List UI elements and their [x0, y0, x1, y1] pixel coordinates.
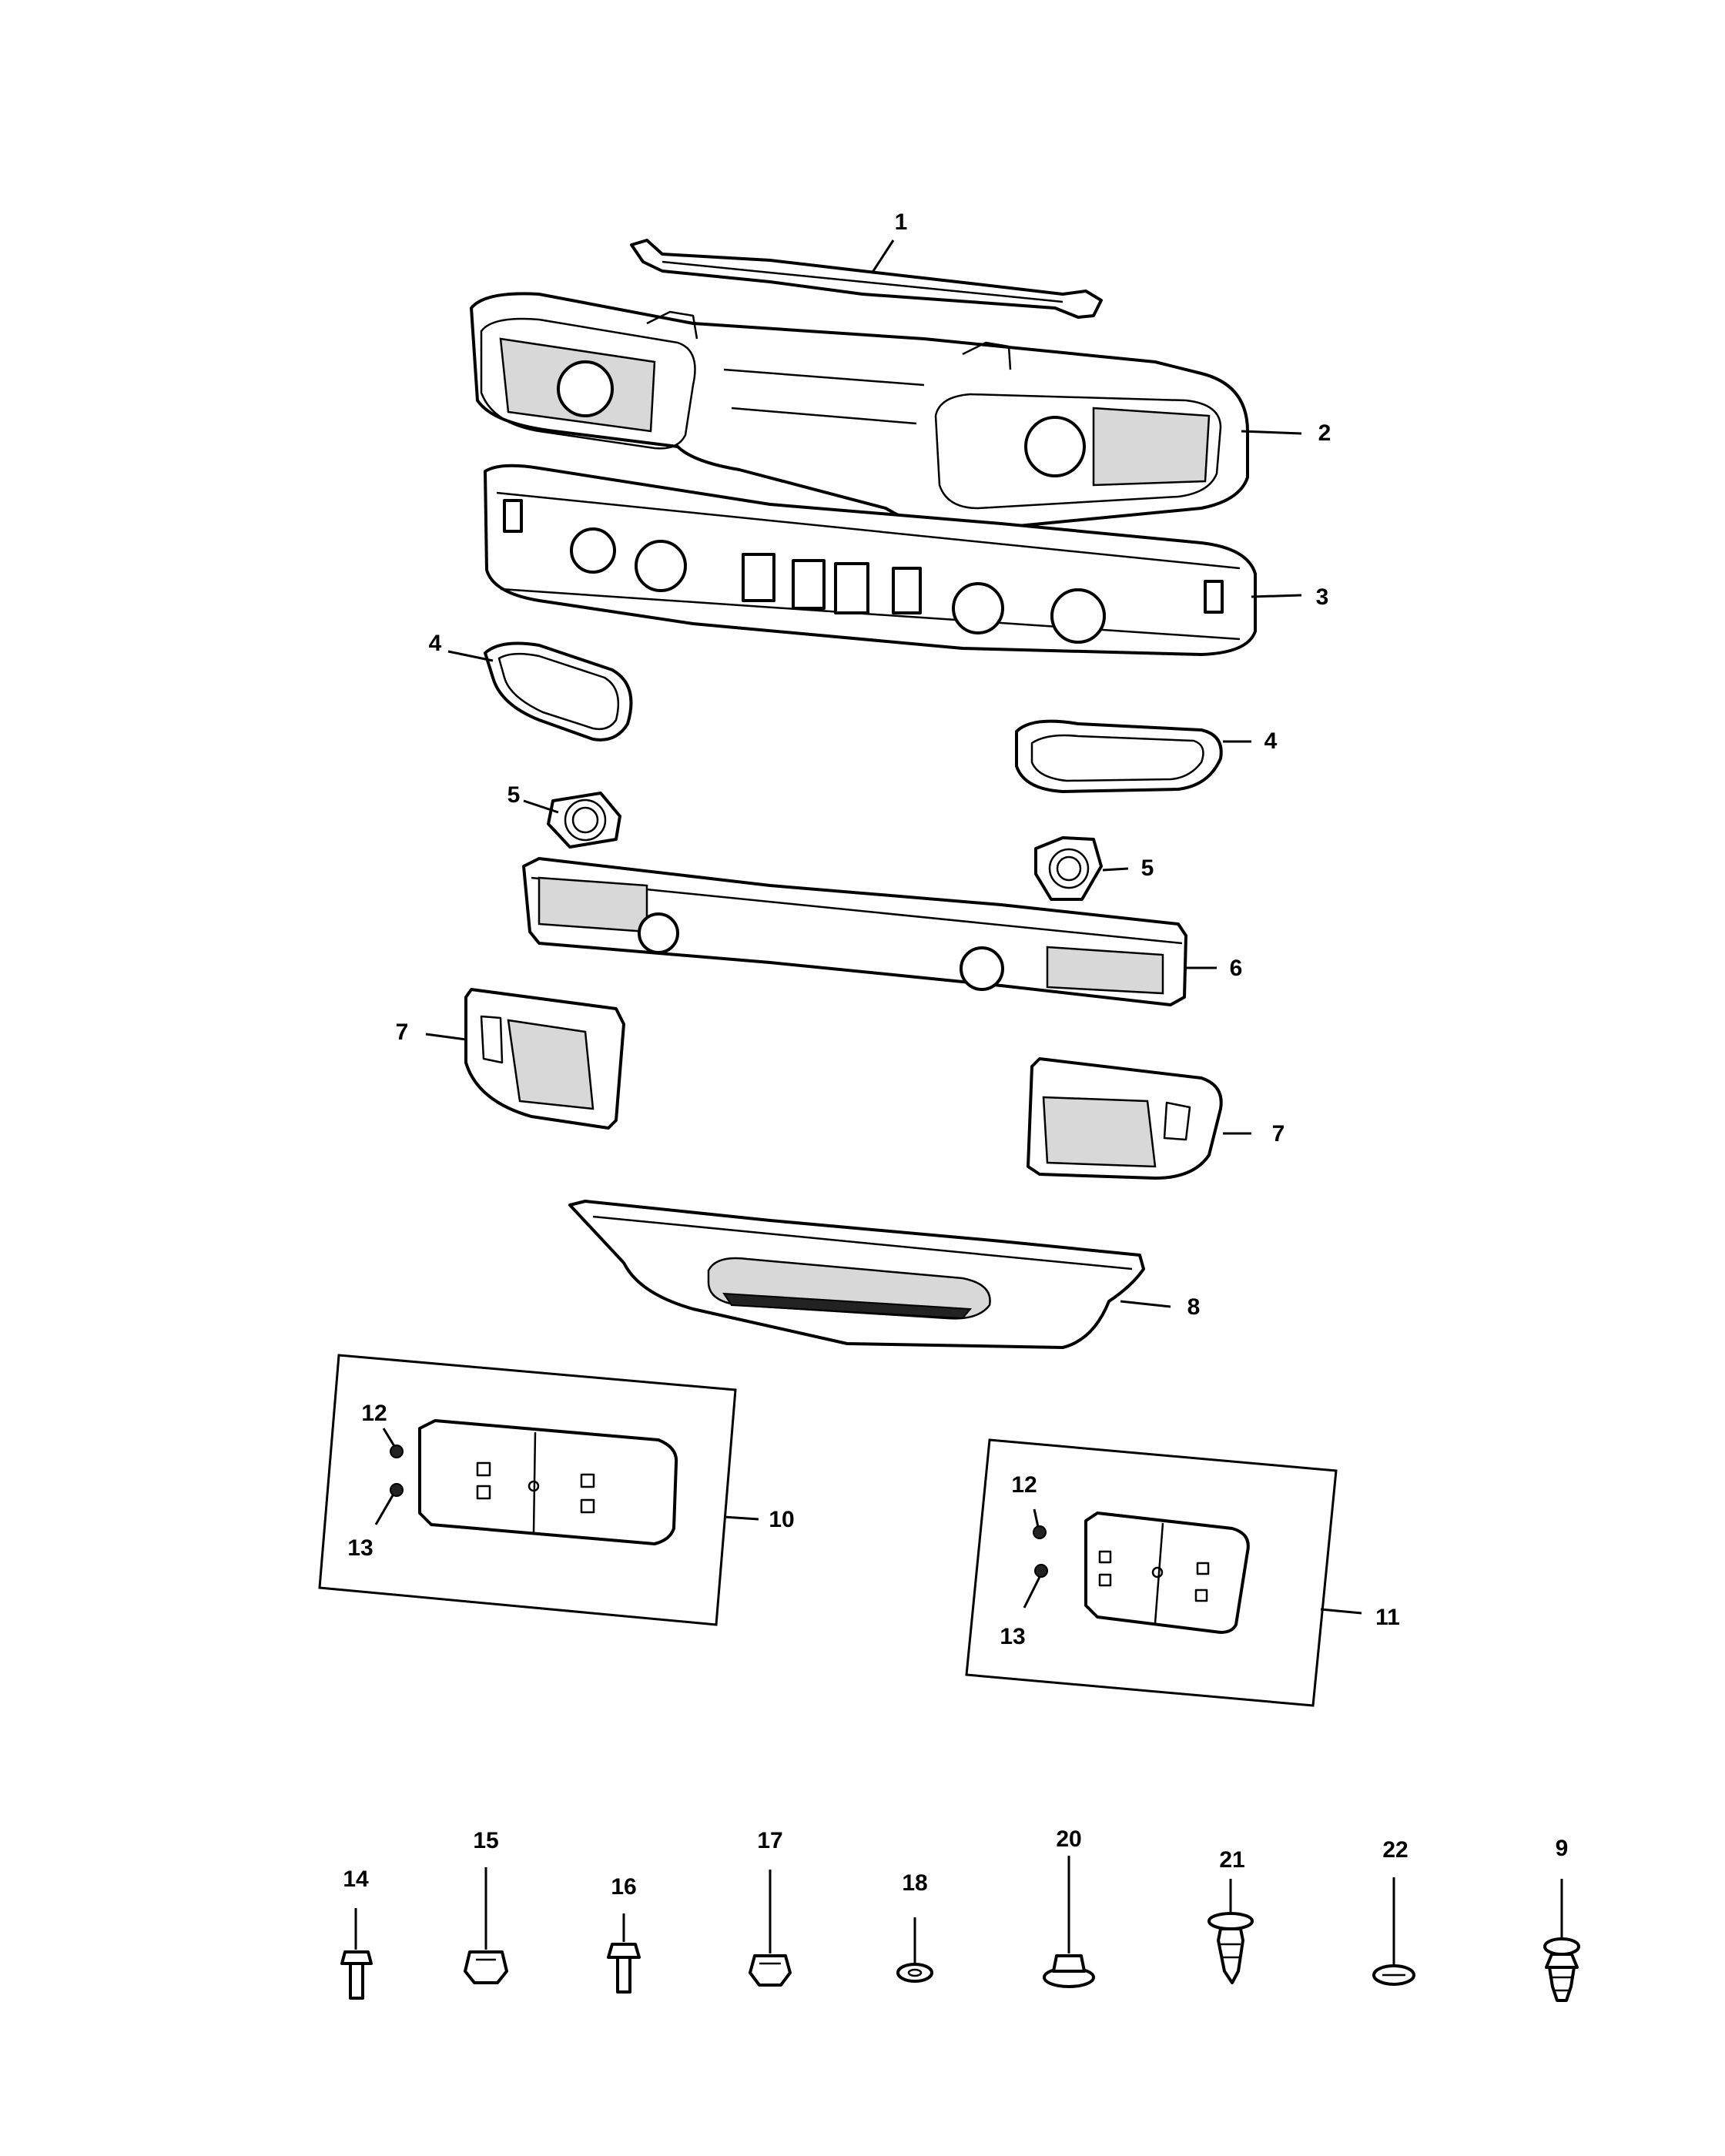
- callout-4a: 4: [429, 631, 442, 656]
- leader-12a: [382, 1428, 396, 1447]
- leader-5a: [523, 799, 559, 814]
- callout-22: 22: [1382, 1837, 1408, 1863]
- callout-7b: 7: [1272, 1121, 1285, 1147]
- callout-7a: 7: [396, 1019, 409, 1045]
- part-11-license-bracket-kit: [965, 1438, 1338, 1707]
- callout-21: 21: [1219, 1847, 1244, 1873]
- callout-14: 14: [343, 1866, 369, 1892]
- leader-5b: [1102, 867, 1129, 872]
- leader-13b: [1023, 1576, 1041, 1609]
- part-1-upper-bracket: [630, 239, 1103, 319]
- leader-12b: [1033, 1508, 1040, 1528]
- leader-4a: [447, 650, 494, 662]
- fastener-14-bolt: [340, 1950, 373, 2000]
- callout-13b: 13: [1000, 1624, 1025, 1649]
- part-7-bracket-left: [464, 988, 625, 1130]
- callout-8: 8: [1187, 1294, 1201, 1320]
- fastener-15-clip-nut: [464, 1950, 508, 1984]
- callout-18: 18: [902, 1870, 927, 1896]
- fastener-17-clip-nut: [749, 1954, 792, 1987]
- part-3-absorber: [484, 464, 1257, 656]
- callout-5a: 5: [507, 782, 521, 808]
- part-5-ring-left: [547, 792, 621, 849]
- part-10-license-bracket-kit: [318, 1354, 737, 1626]
- callout-13a: 13: [347, 1535, 373, 1561]
- fastener-21-push-pin: [1208, 1912, 1254, 1984]
- part-4-bezel-left: [484, 641, 633, 742]
- leader-7a: [425, 1033, 467, 1041]
- leader-11: [1320, 1608, 1362, 1615]
- part-8-skid-plate: [568, 1200, 1145, 1349]
- callout-9: 9: [1556, 1836, 1569, 1861]
- callout-2: 2: [1318, 420, 1331, 446]
- callout-1: 1: [895, 209, 908, 235]
- part-7-bracket-right: [1027, 1057, 1223, 1180]
- callout-20: 20: [1056, 1826, 1081, 1852]
- leader-1: [870, 239, 895, 274]
- callout-17: 17: [757, 1828, 782, 1853]
- callout-6: 6: [1230, 956, 1243, 981]
- callout-12b: 12: [1011, 1472, 1037, 1498]
- part-6-reinforcement-beam: [522, 857, 1187, 1006]
- callout-16: 16: [611, 1874, 636, 1900]
- callout-15: 15: [473, 1828, 498, 1853]
- callout-11: 11: [1375, 1605, 1400, 1630]
- part-2-bumper-fascia: [470, 292, 1249, 533]
- fastener-9-clip: [1543, 1937, 1580, 2002]
- callout-4b: 4: [1264, 728, 1278, 754]
- fastener-16-bolt: [607, 1943, 641, 1994]
- leader-3: [1251, 594, 1302, 598]
- part-4-bezel-right: [1015, 719, 1223, 793]
- leader-2: [1241, 430, 1302, 435]
- callout-10: 10: [769, 1507, 794, 1532]
- fastener-20-flange-nut: [1043, 1954, 1095, 1988]
- callout-5b: 5: [1141, 855, 1154, 881]
- leader-10: [723, 1515, 759, 1521]
- leader-13a: [374, 1495, 394, 1525]
- fastener-22-push-nut: [1372, 1964, 1415, 1986]
- leader-8: [1120, 1300, 1171, 1308]
- part-5-ring-right: [1034, 836, 1103, 901]
- fastener-18-washer: [896, 1963, 933, 1983]
- callout-3: 3: [1316, 584, 1329, 610]
- callout-12a: 12: [361, 1401, 387, 1426]
